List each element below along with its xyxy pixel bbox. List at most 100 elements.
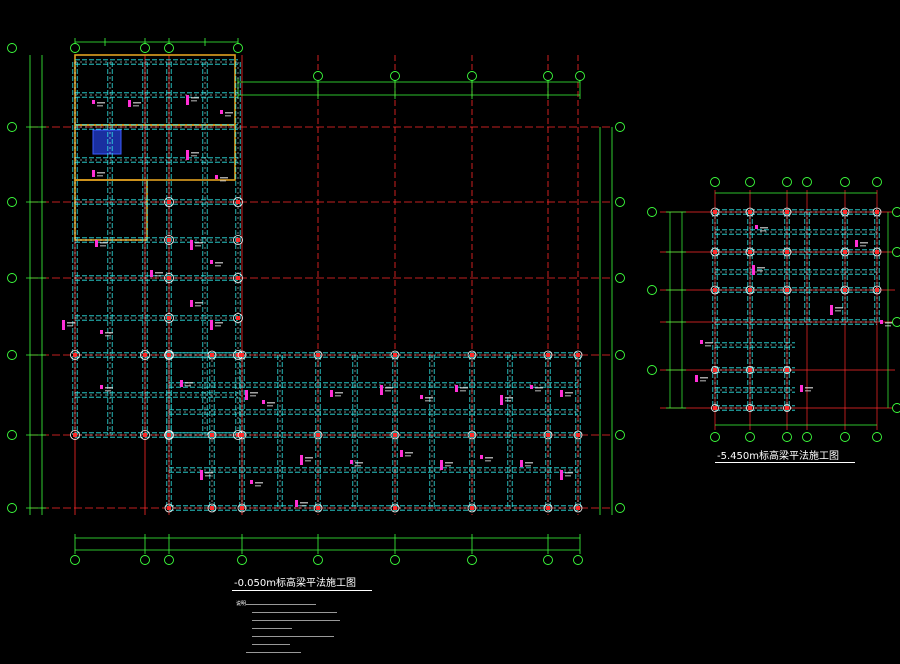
beam-annotation-text xyxy=(97,175,103,177)
main-plan-title: -0.050m标高梁平法施工图 xyxy=(234,578,356,589)
beam-annotation-mark xyxy=(455,385,458,392)
column-core xyxy=(210,433,214,437)
axis-bubble xyxy=(710,432,720,442)
column-core xyxy=(393,353,397,357)
column-core xyxy=(316,433,320,437)
beam-annotation-text xyxy=(155,275,161,277)
column-marker xyxy=(745,285,755,295)
column-marker xyxy=(543,350,553,360)
axis-bubble xyxy=(70,555,80,565)
beam-annotation-mark xyxy=(380,385,383,395)
beam-annotation-text xyxy=(97,105,103,107)
column-core xyxy=(240,433,244,437)
beam-annotation-mark xyxy=(215,175,218,179)
beam-annotation-mark xyxy=(245,390,248,400)
axis-bubble xyxy=(892,317,900,327)
beam-annotation-text xyxy=(105,390,111,392)
beam-annotation-text xyxy=(485,457,493,459)
axis-bubble xyxy=(543,555,553,565)
side-plan-title: -5.450m标高梁平法施工图 xyxy=(717,451,839,462)
axis-bubbles xyxy=(7,43,900,565)
beam-annotation-text xyxy=(757,270,763,272)
column-core xyxy=(167,433,171,437)
beam-annotation-text xyxy=(505,400,511,402)
column-core xyxy=(713,210,717,214)
column-core xyxy=(875,210,879,214)
column-core xyxy=(875,288,879,292)
beam-annotation-mark xyxy=(92,170,95,177)
beam-annotation-text xyxy=(250,395,256,397)
axis-bubble xyxy=(70,43,80,53)
column-core xyxy=(393,506,397,510)
beam-annotation-mark xyxy=(530,385,533,389)
axis-bubble xyxy=(313,71,323,81)
axis-bubble xyxy=(313,555,323,565)
beam-annotation-text xyxy=(760,227,768,229)
column-core xyxy=(470,506,474,510)
beam-annotation-mark xyxy=(695,375,698,382)
beam-annotation-text xyxy=(860,242,868,244)
axis-bubble xyxy=(7,503,17,513)
highlight-wall-outline xyxy=(74,54,236,126)
column-core xyxy=(236,200,240,204)
beam-annotation-text xyxy=(525,465,531,467)
column-core xyxy=(713,368,717,372)
axis-bubble xyxy=(872,177,882,187)
note-text-line xyxy=(246,652,301,653)
column-marker xyxy=(467,350,477,360)
column-marker xyxy=(840,247,850,257)
axis-bubble xyxy=(467,555,477,565)
column-marker xyxy=(233,197,243,207)
column-marker xyxy=(710,247,720,257)
column-marker xyxy=(872,247,882,257)
column-marker xyxy=(782,207,792,217)
beam-annotation-text xyxy=(300,502,308,504)
column-marker xyxy=(313,350,323,360)
beam-annotation-text xyxy=(225,115,231,117)
dimension-lines xyxy=(26,38,889,554)
column-marker xyxy=(745,207,755,217)
beam-annotation-text xyxy=(195,245,201,247)
column-core xyxy=(73,353,77,357)
axis-bubble xyxy=(390,555,400,565)
column-marker xyxy=(164,503,174,513)
beam-annotations xyxy=(62,95,893,507)
column-marker xyxy=(872,285,882,295)
column-core xyxy=(143,353,147,357)
beam-annotation-mark xyxy=(520,460,523,467)
note-text-line xyxy=(252,644,290,645)
beam-annotation-mark xyxy=(830,305,833,315)
column-marker xyxy=(840,207,850,217)
column-marker xyxy=(390,503,400,513)
column-marker xyxy=(164,430,174,440)
axis-bubble xyxy=(710,177,720,187)
column-core xyxy=(167,316,171,320)
axis-bubble xyxy=(7,273,17,283)
beam-annotation-text xyxy=(425,400,431,402)
axis-bubble xyxy=(164,43,174,53)
column-core xyxy=(875,250,879,254)
beam-annotation-text xyxy=(445,465,451,467)
axis-grid-lines xyxy=(30,55,895,515)
column-marker xyxy=(543,430,553,440)
column-marker xyxy=(840,285,850,295)
column-core xyxy=(167,353,171,357)
column-core xyxy=(167,200,171,204)
axis-bubble xyxy=(840,432,850,442)
column-core xyxy=(748,368,752,372)
beam-annotation-text xyxy=(215,325,221,327)
note-text-line xyxy=(252,628,292,629)
column-marker xyxy=(782,247,792,257)
column-core xyxy=(576,353,580,357)
column-marker xyxy=(164,235,174,245)
column-marker xyxy=(467,503,477,513)
axis-bubble xyxy=(164,555,174,565)
column-marker xyxy=(710,285,720,295)
beam-annotation-mark xyxy=(250,480,253,484)
beam-annotation-text xyxy=(185,382,193,384)
column-marker xyxy=(573,503,583,513)
beam-annotation-mark xyxy=(210,320,213,330)
column-core xyxy=(785,210,789,214)
beam-annotation-mark xyxy=(186,95,189,105)
beam-annotation-mark xyxy=(220,110,223,114)
